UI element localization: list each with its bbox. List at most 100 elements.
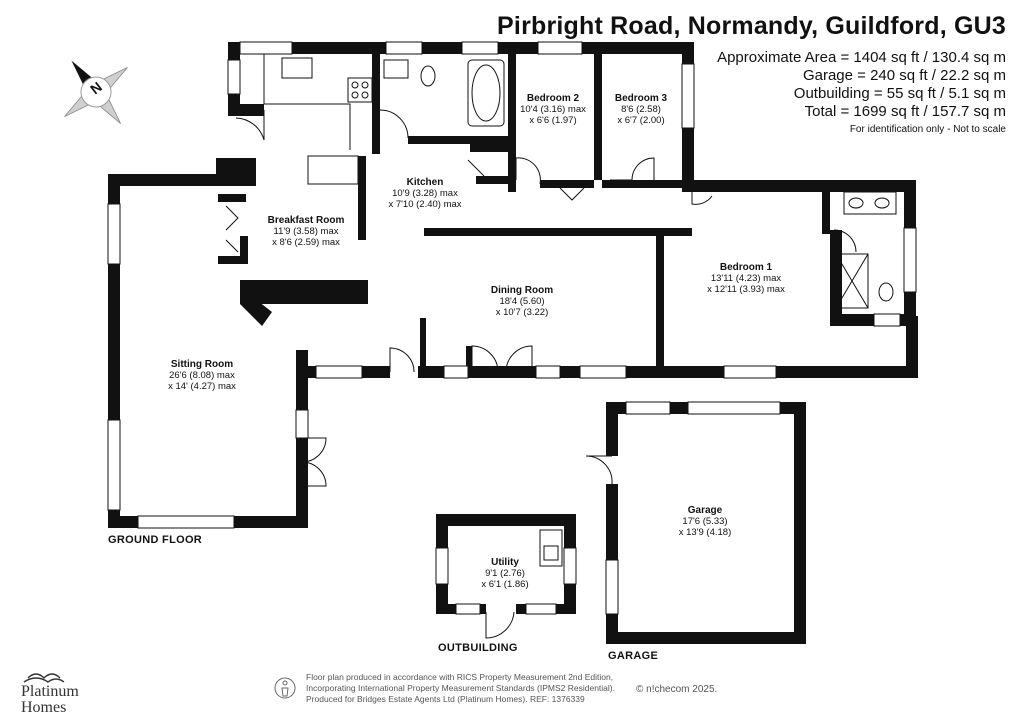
room-dim: x 6'1 (1.86) xyxy=(481,579,529,590)
room-dim: x 6'6 (1.97) xyxy=(529,115,577,126)
room-dim: 9'1 (2.76) xyxy=(485,568,525,579)
window xyxy=(227,59,241,95)
window xyxy=(525,603,557,615)
wall xyxy=(216,158,256,186)
room-name: Dining Room xyxy=(490,285,554,296)
wall xyxy=(508,176,516,192)
wall xyxy=(228,104,264,116)
window xyxy=(137,515,235,529)
room-dim: 10'9 (3.28) max xyxy=(392,188,458,199)
window xyxy=(315,365,363,379)
outbuilding-label: OUTBUILDING xyxy=(438,642,518,654)
room-label-kitchen: Kitchen 10'9 (3.28) max x 7'10 (2.40) ma… xyxy=(388,177,461,210)
door-swing xyxy=(379,109,409,139)
wall xyxy=(418,366,918,378)
room-name: Bedroom 1 xyxy=(719,262,773,273)
room-label-breakfast-room: Breakfast Room 11'9 (3.58) max x 8'6 (2.… xyxy=(268,215,345,248)
room-dim: x 8'6 (2.59) max xyxy=(272,237,340,248)
room-name: Bedroom 2 xyxy=(526,93,580,104)
footer-line: Incorporating International Property Mea… xyxy=(306,683,615,693)
room-dim: x 12'11 (3.93) max xyxy=(707,284,785,295)
window xyxy=(107,419,121,511)
toilet xyxy=(420,65,436,87)
wall xyxy=(466,346,472,368)
bath xyxy=(467,59,505,127)
wall xyxy=(540,180,594,188)
room-dim: 13'11 (4.23) max xyxy=(710,273,782,284)
total-area: Total = 1699 sq ft / 157.7 sq m xyxy=(804,103,1006,120)
room-dim: 18'4 (5.60) xyxy=(499,296,545,307)
window xyxy=(903,227,917,293)
wall xyxy=(420,318,426,366)
outbuilding-area: Outbuilding = 55 sq ft / 5.1 sq m xyxy=(793,85,1006,102)
room-name: Utility xyxy=(491,557,519,568)
room-dim: 11'9 (3.58) max xyxy=(273,226,339,237)
kitchen-counter xyxy=(263,54,351,150)
room-label-utility: Utility 9'1 (2.76) x 6'1 (1.86) xyxy=(481,557,528,590)
room-dim: 8'6 (2.58) xyxy=(621,104,661,115)
room-label-dining-room: Dining Room 18'4 (5.60) x 10'7 (3.22) xyxy=(491,285,553,318)
room-name: Breakfast Room xyxy=(267,215,345,226)
wall xyxy=(822,186,830,234)
room-label-bedroom-3: Bedroom 3 8'6 (2.58) x 6'7 (2.00) xyxy=(615,93,667,126)
room-dim: 10'4 (3.16) max xyxy=(520,104,586,115)
toilet xyxy=(878,282,894,302)
door-swing xyxy=(515,157,541,185)
wall xyxy=(424,228,692,236)
room-name: Kitchen xyxy=(406,177,444,188)
window xyxy=(605,559,619,615)
footer-line: Floor plan produced in accordance with R… xyxy=(306,672,614,682)
wall xyxy=(240,236,248,264)
logo-text-line1: Platinum xyxy=(21,683,79,700)
nichecom-credit: © n!checom 2025. xyxy=(636,684,718,695)
room-name: Sitting Room xyxy=(170,359,234,370)
basin xyxy=(383,59,409,79)
window xyxy=(295,409,309,439)
room-dim: x 10'7 (3.22) xyxy=(495,307,549,318)
wall xyxy=(602,180,682,188)
window xyxy=(385,41,423,55)
window xyxy=(563,547,577,585)
identification-disclaimer: For identification only - Not to scale xyxy=(849,124,1006,135)
window xyxy=(535,365,561,379)
window xyxy=(873,313,901,327)
wall xyxy=(656,234,664,370)
wall xyxy=(436,514,576,526)
window xyxy=(239,41,293,55)
wall xyxy=(408,136,512,144)
ground-floor-label: GROUND FLOOR xyxy=(108,534,203,546)
door-swing xyxy=(833,229,857,253)
room-label-bedroom-1: Bedroom 1 13'11 (4.23) max x 12'11 (3.93… xyxy=(707,262,785,295)
window xyxy=(443,365,469,379)
window xyxy=(435,547,449,585)
room-name: Bedroom 3 xyxy=(614,93,668,104)
door-swing xyxy=(485,611,515,639)
property-title: Pirbright Road, Normandy, Guildford, GU3 xyxy=(497,12,1006,40)
platinum-homes-logo-icon xyxy=(23,673,65,683)
window xyxy=(681,63,695,129)
room-name: Garage xyxy=(687,505,723,516)
sink xyxy=(281,57,313,79)
wall xyxy=(594,54,602,180)
room-label-sitting-room: Sitting Room 26'6 (8.08) max x 14' (4.27… xyxy=(168,359,236,392)
wall xyxy=(606,632,806,644)
wall xyxy=(218,194,246,202)
room-dim: x 14' (4.27) max xyxy=(168,381,236,392)
garage-label: GARAGE xyxy=(608,650,659,662)
door-swing xyxy=(471,345,533,373)
wall xyxy=(372,42,692,54)
double-basin xyxy=(843,191,897,215)
door-swing xyxy=(301,437,327,487)
garage-area: Garage = 240 sq ft / 22.2 sq m xyxy=(802,67,1006,84)
room-label-bedroom-2: Bedroom 2 10'4 (3.16) max x 6'6 (1.97) xyxy=(520,93,586,126)
window xyxy=(687,401,781,415)
door-swing xyxy=(235,110,265,141)
wall xyxy=(606,402,618,456)
wall xyxy=(358,156,366,240)
window xyxy=(579,365,627,379)
footer-line: Produced for Bridges Estate Agents Ltd (… xyxy=(306,694,585,704)
logo-text-line2: Homes xyxy=(21,699,67,716)
window xyxy=(455,603,481,615)
utility-sink xyxy=(539,529,563,567)
